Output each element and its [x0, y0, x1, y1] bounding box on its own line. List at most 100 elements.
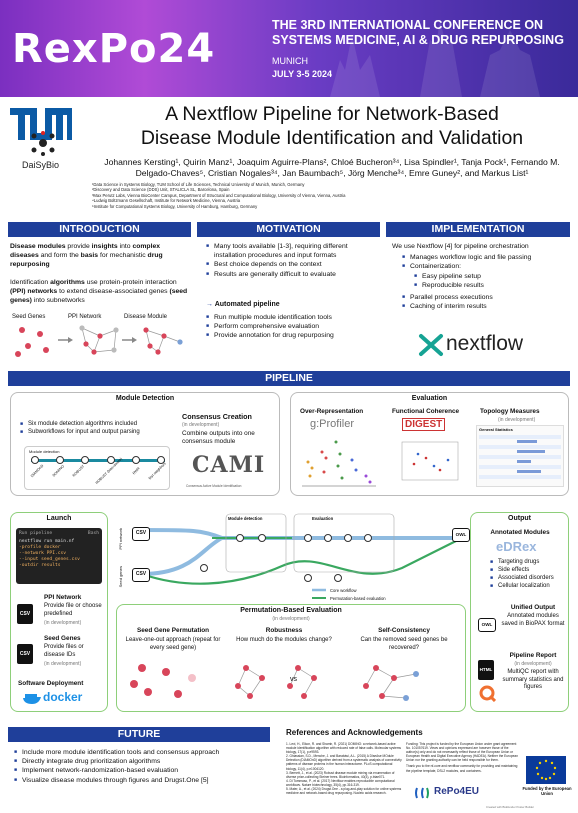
module-detection-list: Six module detection algorithms included… — [20, 420, 170, 436]
annotation-item: Associated disorders — [490, 574, 566, 582]
arrow-right-icon: → — [206, 301, 215, 308]
module-detection-title: Module Detection — [115, 395, 175, 402]
eu-funding-label: Funded by the European Union — [522, 786, 572, 796]
future-item: Include more module identification tools… — [14, 748, 268, 757]
title-line-1: A Nextflow Pipeline for Network-Based — [165, 103, 499, 125]
tool-node — [56, 456, 65, 464]
references-heading: References and Acknowledgements — [286, 728, 423, 737]
annotation-list: Targeting drugs Side effects Associated … — [490, 558, 566, 590]
motivation-item: Results are generally difficult to evalu… — [206, 270, 378, 279]
funding-statement: Funding: This project is funded by the E… — [406, 742, 518, 763]
seed-flow-label: Seed genes — [118, 566, 123, 588]
terminal-line: -outdir results — [19, 563, 61, 568]
launch-title: Launch — [46, 515, 72, 522]
permutation-note: (in development) — [272, 616, 310, 622]
motivation-list: Many tools available [1-3], requiring di… — [206, 242, 378, 279]
terminal-line: nextflow run main.nf — [19, 539, 75, 544]
cami-subtitle: Consensus Active Module Identification — [186, 484, 242, 488]
rexpo-logo: RexPo24 — [12, 26, 216, 72]
topology-note: (in development) — [498, 417, 536, 423]
conference-name: THE 3RD INTERNATIONAL CONFERENCE ON SYST… — [272, 18, 564, 47]
digest-logo: DIGEST — [402, 418, 446, 431]
seed-permutation-desc: Leave-one-out approach (repeat for every… — [125, 637, 221, 651]
future-heading: FUTURE — [8, 727, 270, 742]
ppi-desc: Provide file or choose predefined — [44, 603, 102, 617]
annotated-modules-title: Annotated Modules — [490, 529, 550, 536]
subflow-nodes — [31, 456, 165, 464]
motivation-list-2: Run multiple module identification tools… — [206, 313, 378, 341]
reference-item: 2. Ghiassian, S.D., Menche, J. and Barab… — [286, 754, 402, 771]
biorender-credit: Created with BioRender Poster Builder — [486, 805, 535, 809]
docker-logo: docker — [43, 690, 83, 704]
seed-title: Seed Genes — [44, 635, 81, 642]
report-title: Pipeline Report — [509, 652, 557, 659]
docker-whale-icon — [23, 694, 41, 704]
containerization-item: Easy pipeline setup — [414, 272, 564, 281]
legend-perm: Permutation-based evaluation — [330, 596, 386, 601]
annotation-item: Targeting drugs — [490, 558, 566, 566]
tool-node — [131, 456, 140, 464]
terminal-snippet: Run pipeline Bash nextflow run main.nf -p… — [16, 528, 102, 584]
introduction-heading: INTRODUCTION — [8, 222, 191, 237]
annotation-item: Cellular localization — [490, 582, 566, 590]
owl-file-icon: OWL — [478, 618, 496, 632]
repo4eu-icon — [415, 787, 429, 799]
motivation-item: Run multiple module identification tools — [206, 313, 378, 322]
implementation-heading: IMPLEMENTATION — [386, 222, 570, 237]
fig-label-ppi-network: PPI Network — [68, 314, 102, 320]
reference-item: 4. Di Tommaso, P., et al. (2017) Nextflo… — [286, 778, 395, 787]
intro-paragraph-1: Disease modules provide insights into co… — [10, 243, 163, 268]
eu-flag-icon — [526, 756, 566, 784]
future-item: Visualize disease modules through figure… — [14, 776, 268, 785]
terminal-line: -profile docker — [19, 545, 61, 550]
implementation-intro: We use Nextflow [4] for pipeline orchest… — [392, 243, 529, 250]
ppi-title: PPI Network — [44, 594, 82, 601]
motivation-item: Many tools available [1-3], requiring di… — [206, 242, 378, 260]
owl-output-icon: OWL — [452, 528, 470, 542]
coherence-title: Functional Coherence — [392, 408, 460, 415]
csv-file-icon: CSV — [17, 644, 33, 664]
tool-label: first neighbors — [148, 461, 168, 481]
containerization-list: Easy pipeline setup Reproducible results — [414, 272, 564, 291]
seed-desc: Provide files or disease IDs — [44, 644, 84, 658]
module-detection-box — [10, 392, 280, 496]
topology-title: Topology Measures — [480, 408, 540, 415]
fig-label-seed-genes: Seed Genes — [12, 314, 46, 320]
reference-item: 1. Levi, H., Elkon, R. and Shamir, R. (2… — [286, 742, 401, 755]
terminal-line: --network PPI.csv — [19, 551, 67, 556]
general-stats-title: General Statistics — [479, 427, 513, 432]
vs-label: vs — [290, 676, 297, 683]
daisybio-logo: DaiSyBio — [22, 160, 60, 170]
subflow-line — [31, 459, 165, 462]
permutation-title: Permutation-Based Evaluation — [240, 607, 342, 614]
affiliations: ¹Data Science in Systems Biology, TUM Sc… — [92, 182, 412, 209]
future-list: Include more module identification tools… — [14, 748, 268, 785]
affiliation-4: ⁴Ludwig Boltzmann Gesellschaft, Institut… — [92, 198, 241, 204]
repo4eu-logo: RePo4EU — [434, 786, 480, 797]
terminal-lang: Bash — [87, 531, 99, 536]
tool-labels: DIAMOnD DOMINO ROBUST ROBUST (bias-aware… — [29, 457, 169, 485]
implementation-item: Caching of interim results — [402, 302, 570, 311]
flow-stage-module-detection: Module detection — [228, 516, 263, 521]
motivation-item: Provide annotation for drug repurposing — [206, 331, 378, 340]
thanks-statement: Thank you to the nf-core and nextflow co… — [406, 764, 518, 773]
funding-text: Funding: This project is funded by the E… — [406, 742, 522, 773]
pipeline-flow-diagram — [141, 513, 463, 599]
cami-logo: CAMI — [192, 452, 266, 478]
robustness-desc: How much do the modules change? — [236, 637, 332, 643]
consensus-desc: Combine outputs into one consensus modul… — [182, 430, 255, 445]
tum-logo — [10, 108, 72, 146]
permutation-figures — [130, 664, 419, 701]
seed-note: (in development) — [44, 661, 82, 667]
module-detection-item: Subworkflows for input and output parsin… — [20, 428, 170, 436]
tool-label: DIAMOnD — [29, 463, 45, 479]
nextflow-logo: nextflow — [446, 332, 524, 355]
intro-network-figure — [15, 325, 183, 357]
report-desc: MultiQC report with summary statistics a… — [502, 669, 564, 690]
implementation-item: Manages workflow logic and file passing — [402, 253, 570, 262]
terminal-title: Run pipeline — [19, 531, 53, 536]
conference-dates: JULY 3-5 2024 — [272, 69, 333, 79]
tool-node — [81, 456, 90, 464]
conference-banner: RexPo24 THE 3RD INTERNATIONAL CONFERENCE… — [0, 0, 578, 97]
affiliation-3: ³Max Perutz Labs, Vienna BioCenter Campu… — [92, 192, 346, 198]
